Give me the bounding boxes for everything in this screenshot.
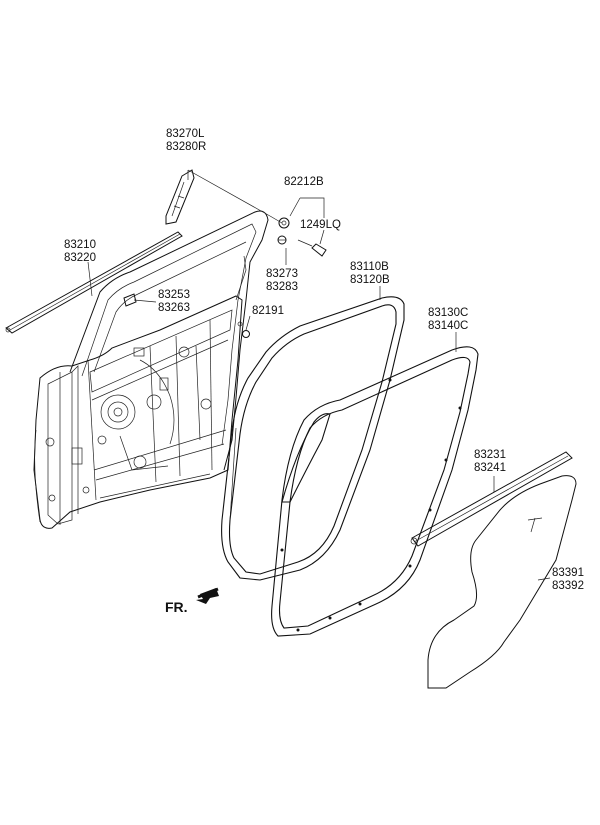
label-82191: 82191: [252, 305, 284, 317]
sealing-cover-part: [427, 475, 577, 689]
label-1249LQ: 1249LQ: [300, 219, 341, 231]
label-83140C: 83140C: [428, 320, 468, 332]
label-83391: 83391: [552, 567, 584, 579]
garnish-part: [165, 169, 195, 225]
label-83231: 83231: [474, 449, 506, 461]
belt-inside-weatherstrip: [410, 451, 573, 547]
label-83270L: 83270L: [166, 128, 205, 140]
label-83120B: 83120B: [350, 274, 390, 286]
front-direction-label: FR.: [165, 599, 188, 615]
plug-part: [237, 321, 250, 338]
belt-moulding-part: [5, 231, 183, 334]
clip-and-screw: [278, 217, 327, 257]
front-direction-arrow: [196, 587, 219, 604]
label-83210: 83210: [64, 239, 96, 251]
part-labels: 83270L 83280R 82212B 1249LQ 83210 83220 …: [64, 128, 584, 615]
label-83273: 83273: [266, 268, 298, 280]
label-83241: 83241: [474, 462, 506, 474]
label-83253: 83253: [158, 289, 190, 301]
door-side-weatherstrip: [271, 346, 479, 637]
label-83283: 83283: [266, 281, 298, 293]
body-side-weatherstrip: [221, 296, 405, 581]
label-83220: 83220: [64, 252, 96, 264]
holder-part: [123, 293, 137, 307]
label-83263: 83263: [158, 302, 190, 314]
door-inner-panel: [33, 210, 269, 529]
label-83280R: 83280R: [166, 141, 206, 153]
label-83130C: 83130C: [428, 307, 468, 319]
label-82212B: 82212B: [284, 176, 324, 188]
grommet-part: [277, 235, 287, 245]
label-83392: 83392: [552, 580, 584, 592]
label-83110B: 83110B: [350, 261, 389, 273]
leader-lines: [87, 169, 551, 581]
